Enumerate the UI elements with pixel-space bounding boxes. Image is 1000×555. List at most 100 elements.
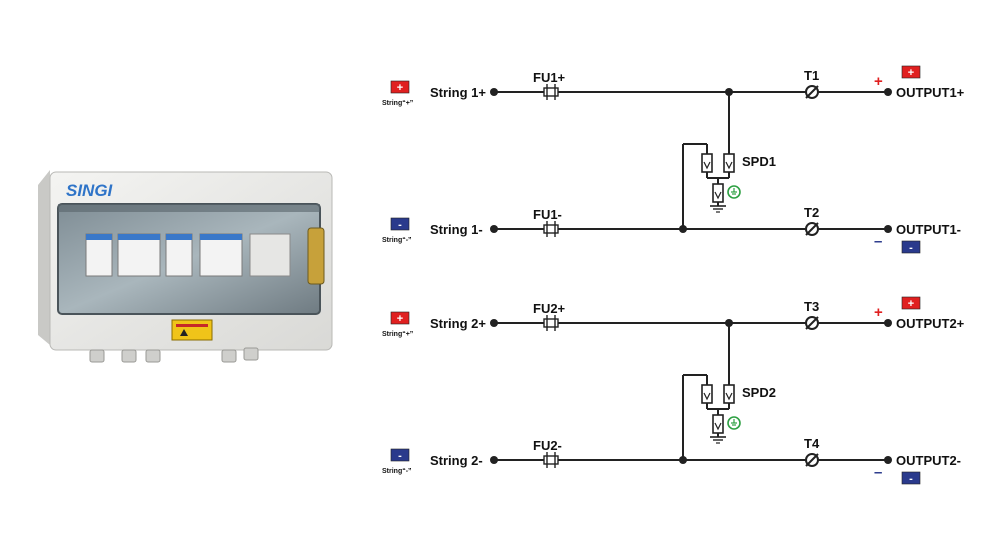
fuse-body — [543, 87, 559, 97]
minus-badge-sign: - — [398, 219, 402, 231]
fuse-holder-2 — [165, 233, 193, 277]
fuse-label: FU1- — [533, 207, 562, 222]
cover-latch — [307, 227, 325, 285]
neg-output-node — [884, 225, 892, 233]
spd-label: SPD1 — [742, 154, 776, 169]
string-small-label: String“-” — [382, 237, 412, 244]
output-pos-label: OUTPUT1+ — [896, 85, 965, 100]
warning-triangle-icon — [180, 329, 188, 336]
output-minus-badge-sign: - — [909, 242, 913, 254]
terminal-slash — [805, 222, 819, 236]
terminal-label: T2 — [804, 205, 819, 220]
minus-badge-box — [390, 448, 410, 462]
spd-arrow — [714, 191, 722, 200]
plus-badge: + — [390, 311, 410, 325]
brand-logo: SINGI — [66, 181, 114, 200]
output-plus-badge-box — [901, 296, 921, 310]
box-side — [38, 170, 50, 345]
spd-arrow — [703, 161, 711, 170]
spd-module-2 — [199, 233, 243, 277]
output-minus-badge: - — [901, 240, 921, 254]
circuit-1: +String“+”String 1+FU1+T1++OUTPUT1+-Stri… — [382, 65, 965, 254]
minus-badge-box — [390, 217, 410, 231]
fuse-body — [543, 318, 559, 328]
warning-label — [171, 319, 213, 341]
output-minus-badge-sign: - — [909, 473, 913, 485]
output-plus-badge: + — [901, 296, 921, 310]
neg-sign: – — [874, 464, 882, 481]
pe-earth-icon — [727, 416, 741, 430]
pos-input-node — [490, 88, 498, 96]
plus-badge-box — [390, 311, 410, 325]
string-neg-label: String 1- — [430, 222, 483, 237]
spd-label: SPD2 — [742, 385, 776, 400]
string-small-label: String“-” — [382, 468, 412, 475]
fuse-symbol: FU2- — [533, 438, 562, 468]
neg-input-node — [490, 456, 498, 464]
fuse-holder-1-band — [86, 234, 112, 240]
neg-sign: – — [874, 233, 882, 250]
minus-badge-sign: - — [398, 450, 402, 462]
fuse-body — [543, 455, 559, 465]
string-pos-label: String 1+ — [430, 85, 486, 100]
terminal-symbol: T3 — [804, 299, 819, 330]
spd-element — [701, 153, 713, 173]
plus-badge-sign: + — [397, 313, 403, 325]
cable-glands — [89, 347, 259, 363]
plus-badge-box — [390, 80, 410, 94]
fuse-symbol: FU2+ — [533, 301, 566, 331]
ground-icon — [710, 436, 726, 444]
fuse-label: FU1+ — [533, 70, 566, 85]
string-small-label: String“+” — [382, 100, 413, 107]
circuit-2: +String“+”String 2+FU2+T3++OUTPUT2+-Stri… — [382, 296, 965, 485]
pe-earth-icon — [727, 185, 741, 199]
output-plus-badge-sign: + — [908, 67, 914, 79]
pos-input-node — [490, 319, 498, 327]
terminal-slash — [805, 85, 819, 99]
terminal-slash — [805, 453, 819, 467]
cover-rim — [58, 204, 320, 212]
fuse-label: FU2- — [533, 438, 562, 453]
neg-input-node — [490, 225, 498, 233]
cable-gland — [145, 349, 161, 363]
terminal-label: T3 — [804, 299, 819, 314]
output-plus-badge-sign: + — [908, 298, 914, 310]
terminal-slash — [805, 316, 819, 330]
string-small-label: String“+” — [382, 331, 413, 338]
spd-module-1-band — [118, 234, 160, 240]
plus-badge-sign: + — [397, 82, 403, 94]
fuse-symbol: FU1+ — [533, 70, 566, 100]
spd-element — [712, 414, 724, 434]
spd-element — [723, 384, 735, 404]
fuse-symbol: FU1- — [533, 207, 562, 237]
terminal-symbol: T2 — [804, 205, 819, 236]
cable-gland — [121, 349, 137, 363]
spd-element — [712, 183, 724, 203]
pos-sign: + — [874, 304, 883, 321]
cable-gland — [221, 349, 237, 363]
terminal-label: T4 — [804, 436, 820, 451]
cable-gland — [89, 349, 105, 363]
wiring-diagram: +String“+”String 1+FU1+T1++OUTPUT1+-Stri… — [382, 65, 965, 485]
spd-arrow — [725, 161, 733, 170]
combiner-box-photo: SINGI — [38, 170, 333, 363]
spd-arrow — [725, 392, 733, 401]
output-neg-label: OUTPUT1- — [896, 222, 961, 237]
output-plus-badge-box — [901, 65, 921, 79]
ground-icon — [710, 205, 726, 213]
output-neg-label: OUTPUT2- — [896, 453, 961, 468]
minus-badge: - — [390, 217, 410, 231]
pos-output-node — [884, 88, 892, 96]
terminal-symbol: T4 — [804, 436, 820, 467]
spd-module-2-band — [200, 234, 242, 240]
terminal-block — [249, 233, 291, 277]
output-pos-label: OUTPUT2+ — [896, 316, 965, 331]
neg-output-node — [884, 456, 892, 464]
fuse-holder-2-band — [166, 234, 192, 240]
minus-badge: - — [390, 448, 410, 462]
spd-arrow — [703, 392, 711, 401]
spd-element — [723, 153, 735, 173]
spd-arrow — [714, 422, 722, 431]
